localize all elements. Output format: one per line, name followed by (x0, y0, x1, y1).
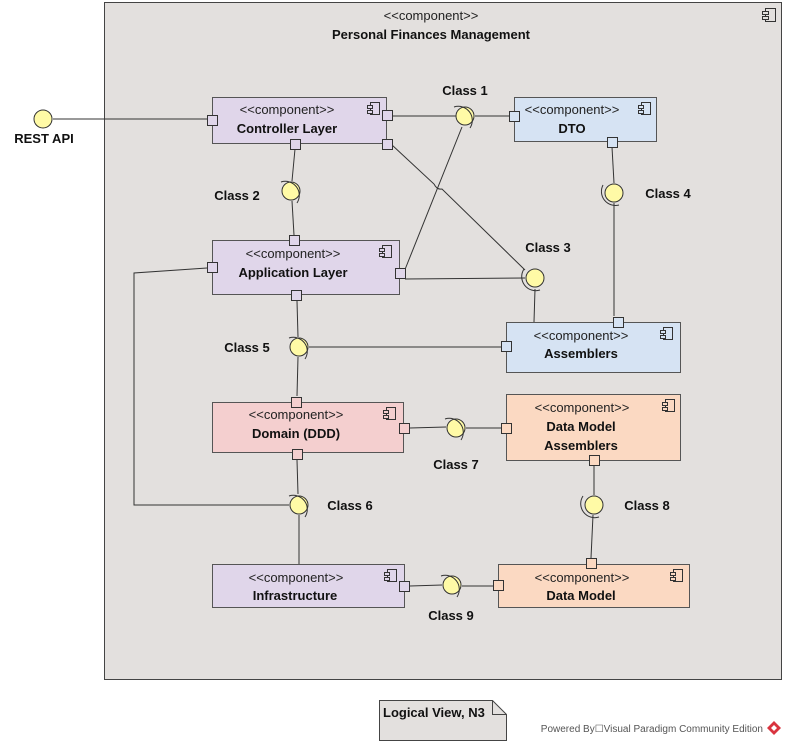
component-stereotype: <<component>> (240, 102, 335, 117)
container-title: Personal Finances Management (332, 27, 531, 42)
interface-label-class3: Class 3 (525, 240, 571, 255)
connectors (53, 115, 615, 587)
component-icon (638, 102, 651, 115)
component-dto[interactable]: <<component>> DTO (514, 97, 657, 142)
interface-label-class2: Class 2 (214, 188, 260, 203)
component-icon (662, 399, 675, 412)
component-name: Data Model (546, 588, 615, 603)
connector-application-class3 (404, 277, 526, 280)
rest-api-label: REST API (14, 131, 73, 146)
note-logical-view[interactable]: Logical View, N3 (379, 700, 507, 741)
component-data-model[interactable]: <<component>> Data Model (498, 564, 690, 608)
connector-infrastructure-class9 (409, 584, 443, 587)
connector-domain-class7 (409, 426, 447, 429)
rest-api-interface[interactable] (33, 109, 53, 129)
interface-class2[interactable] (280, 180, 301, 204)
port (290, 139, 301, 150)
component-name: Domain (DDD) (252, 426, 340, 441)
port (207, 115, 218, 126)
component-stereotype: <<component>> (525, 102, 620, 117)
interface-class7[interactable] (444, 417, 466, 441)
port (501, 423, 512, 434)
connector-dto-class4 (611, 146, 615, 184)
component-icon (660, 327, 673, 340)
port (382, 139, 393, 150)
port (589, 455, 600, 466)
component-infrastructure[interactable]: <<component>> Infrastructure (212, 564, 405, 608)
port (291, 397, 302, 408)
component-data-model-assemblers[interactable]: <<component>> Data Model Assemblers (506, 394, 681, 461)
component-name: Application Layer (238, 265, 347, 280)
component-stereotype: <<component>> (249, 570, 344, 585)
component-stereotype: <<component>> (249, 407, 344, 422)
interface-class6[interactable] (288, 494, 309, 518)
component-stereotype: <<component>> (534, 328, 629, 343)
component-icon (670, 569, 683, 582)
component-icon (384, 569, 397, 582)
component-name: DTO (558, 121, 585, 136)
port (399, 423, 410, 434)
component-icon (383, 407, 396, 420)
port (289, 235, 300, 246)
component-icon (379, 245, 392, 258)
ports (207, 110, 624, 592)
component-stereotype: <<component>> (246, 246, 341, 261)
interface-class8[interactable] (580, 495, 604, 519)
component-name: Assemblers (544, 346, 618, 361)
component-name: Infrastructure (253, 588, 338, 603)
connector-class8-datamodel (590, 514, 594, 559)
interface-class1[interactable] (453, 105, 475, 129)
port (382, 110, 393, 121)
port (501, 341, 512, 352)
port (292, 449, 303, 460)
port (291, 290, 302, 301)
interface-class4[interactable] (600, 183, 624, 206)
port (586, 558, 597, 569)
component-stereotype: <<component>> (535, 400, 630, 415)
interface-label-class9: Class 9 (428, 608, 474, 623)
connector-class2-application (291, 200, 295, 236)
port (613, 317, 624, 328)
note-text: Logical View, N3 (383, 705, 485, 720)
port (207, 262, 218, 273)
interface-label-class4: Class 4 (645, 186, 691, 201)
interface-label-class8: Class 8 (624, 498, 670, 513)
port (395, 268, 406, 279)
component-name-line2: Assemblers (544, 438, 618, 453)
port (493, 580, 504, 591)
component-stereotype: <<component>> (535, 570, 630, 585)
interface-label-class7: Class 7 (433, 457, 479, 472)
component-controller-layer[interactable]: <<component>> Controller Layer (212, 97, 387, 144)
interface-class9[interactable] (440, 574, 462, 598)
visual-paradigm-logo-icon (767, 721, 781, 735)
connector-application-class5 (296, 300, 299, 338)
container-stereotype: <<component>> (384, 8, 479, 23)
interface-class3[interactable] (521, 268, 545, 292)
component-assemblers[interactable]: <<component>> Assemblers (506, 322, 681, 373)
connector-class3-assemblers (533, 288, 536, 323)
component-application-layer[interactable]: <<component>> Application Layer (212, 240, 400, 295)
interface-label-class6: Class 6 (327, 498, 373, 513)
component-name: Controller Layer (237, 121, 337, 136)
connector-domain-class6 (296, 459, 299, 495)
connector-application-class6 (133, 267, 289, 506)
connector-application-class1 (403, 126, 463, 273)
connector-class5-domain (296, 356, 299, 397)
port (607, 137, 618, 148)
port (399, 581, 410, 592)
footer-powered-by: Powered By☐Visual Paradigm Community Edi… (541, 724, 763, 735)
component-name-line1: Data Model (546, 419, 615, 434)
interface-label-class1: Class 1 (442, 83, 488, 98)
interface-label-class5: Class 5 (224, 340, 270, 355)
port (509, 111, 520, 122)
component-domain[interactable]: <<component>> Domain (DDD) (212, 402, 404, 453)
component-icon (367, 102, 380, 115)
interface-class5[interactable] (288, 336, 309, 360)
container-component-icon (762, 8, 776, 22)
connector-controller-class2 (291, 148, 296, 182)
